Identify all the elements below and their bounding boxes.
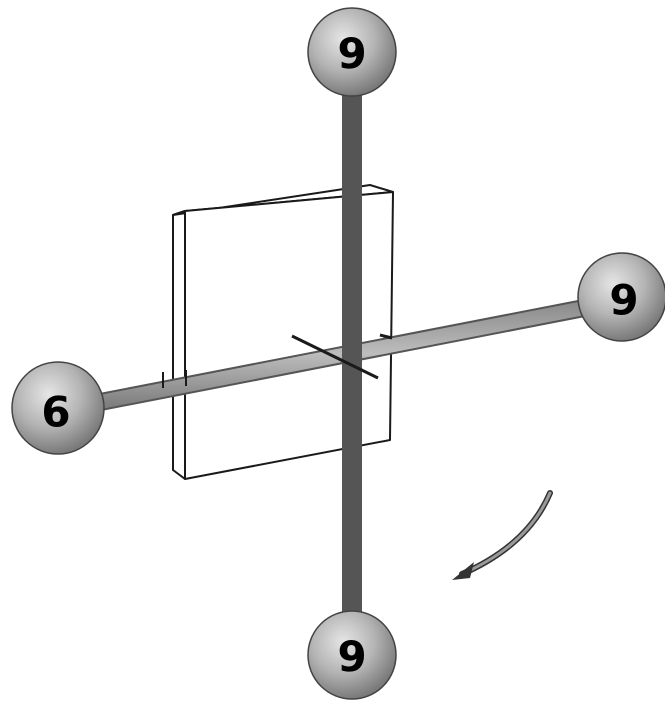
ball-top: 6 [308,8,396,96]
ball-bottom-label: 6 [337,631,366,680]
ball-top-label: 6 [337,28,366,77]
ball-right-label: 9 [609,276,638,325]
rotation-arrow-icon [452,493,550,580]
ball-left-label: 6 [41,388,70,437]
ball-left: 6 [12,362,104,454]
ball-bottom: 6 [308,611,396,699]
ball-right: 9 [578,253,665,341]
block-side-face [173,211,185,479]
